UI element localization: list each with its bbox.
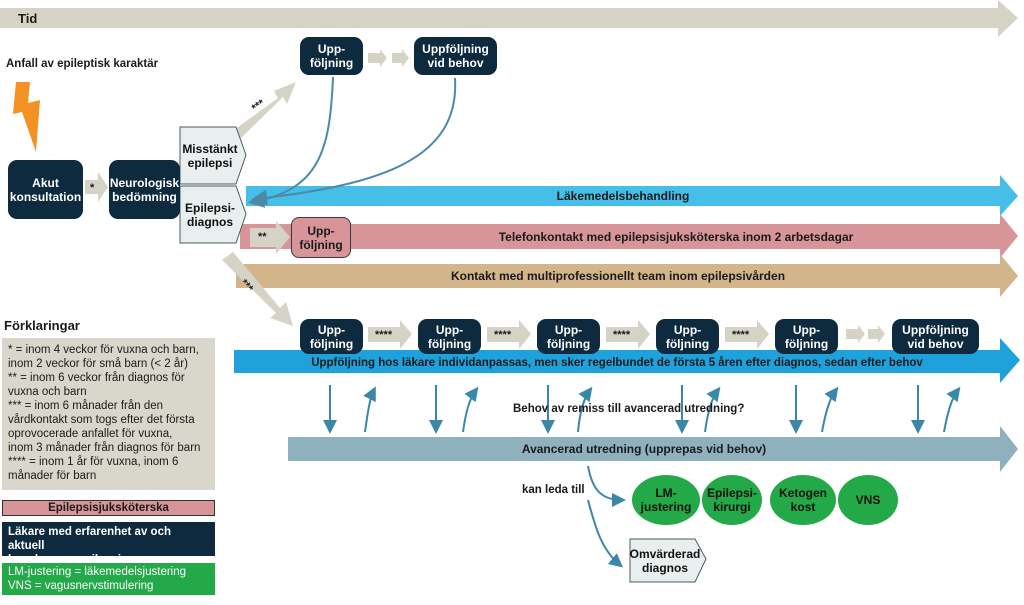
top-followup-box: Upp- följning bbox=[300, 37, 363, 75]
doctor-band-label: Uppföljning hos läkare individanpassas, … bbox=[311, 357, 923, 369]
acute-consultation-box: Akut konsultation bbox=[8, 160, 83, 219]
row-arrow-5 bbox=[846, 325, 865, 343]
arrow-top-1 bbox=[368, 49, 387, 67]
seizure-label: Anfall av epileptisk karaktär bbox=[6, 58, 159, 70]
reassessed-shape bbox=[629, 538, 707, 583]
diagnosis-shape bbox=[179, 185, 247, 244]
legend-title: Förklaringar bbox=[4, 318, 80, 333]
row-arrow-6 bbox=[868, 325, 885, 343]
star4-label-3: **** bbox=[613, 329, 631, 341]
legend-line: * = inom 4 veckor för vuxna och barn, bbox=[8, 344, 199, 356]
curve-arrow-1 bbox=[248, 76, 334, 208]
reassessed-diagnosis-label: Omvärderad diagnos bbox=[629, 546, 701, 575]
row-followup-4: Upp- följning bbox=[656, 319, 719, 354]
arrow-star3-down bbox=[222, 252, 293, 326]
star1-label: * bbox=[90, 182, 95, 194]
arrow-star1 bbox=[85, 172, 108, 202]
referral-question: Behov av remiss till avancerad utredning… bbox=[513, 403, 745, 415]
star4-label-1: **** bbox=[375, 329, 393, 341]
phone-contact-label: Telefonkontakt med epilepsisjuksköterska… bbox=[498, 229, 854, 244]
star2-label: ** bbox=[258, 231, 267, 243]
team-arrow bbox=[236, 254, 1018, 297]
time-label: Tid bbox=[18, 11, 38, 26]
star4-label-4: **** bbox=[732, 329, 750, 341]
outcome-vns: VNS bbox=[838, 475, 898, 525]
outcome-epilepsy-surgery: Epilepsi- kirurgi bbox=[702, 475, 762, 525]
legend-line: *** = inom 6 månader från den bbox=[8, 400, 164, 412]
leads-to-label: kan leda till bbox=[522, 484, 585, 496]
arrow-star2 bbox=[250, 221, 290, 254]
row-arrow-4 bbox=[725, 320, 769, 349]
row-followup-5: Upp- följning bbox=[775, 319, 838, 354]
outcome-ketogenic-diet: Ketogen kost bbox=[770, 475, 836, 525]
top-followup-need-box: Uppföljning vid behov bbox=[414, 37, 497, 75]
arrow-top-2 bbox=[392, 49, 409, 67]
time-arrow bbox=[0, 0, 1018, 37]
legend-line: månader för barn bbox=[8, 470, 97, 482]
legend-doctor: Läkare med erfarenhet av och aktuell kun… bbox=[2, 522, 215, 566]
epilepsy-diagnosis-label: Epilepsi- diagnos bbox=[184, 201, 235, 229]
arrow-star3-up bbox=[234, 82, 296, 139]
suspected-shape bbox=[179, 126, 247, 185]
nurse-followup-box: Upp- följning bbox=[291, 217, 351, 258]
advanced-label: Avancerad utredning (upprepas vid behov) bbox=[521, 442, 767, 456]
advanced-arrow bbox=[288, 426, 1018, 472]
medication-arrow bbox=[246, 175, 1018, 216]
team-contact-label: Kontakt med multiprofessionellt team ino… bbox=[450, 269, 786, 283]
legend-line: oprovocerade anfallet för vuxna, bbox=[8, 428, 173, 440]
row-followup-3: Upp- följning bbox=[537, 319, 600, 354]
legend-line: vuxna och barn bbox=[8, 386, 87, 398]
row-arrow-1 bbox=[368, 320, 412, 349]
star4-label-2: **** bbox=[494, 329, 512, 341]
legend-line: vårdkontakt som togs efter det första bbox=[8, 414, 195, 426]
row-followup-need: Uppföljning vid behov bbox=[892, 319, 979, 354]
row-followup-2: Upp- följning bbox=[418, 319, 481, 354]
legend-nurse: Epilepsisjuksköterska bbox=[2, 500, 215, 516]
row-arrow-3 bbox=[606, 320, 650, 349]
legend-abbreviations: LM-justering = läkemedelsjustering VNS =… bbox=[2, 563, 215, 595]
legend-line: inom 3 månader från diagnos för barn bbox=[8, 442, 201, 454]
row-followup-1: Upp- följning bbox=[300, 319, 363, 354]
lightning-icon bbox=[13, 82, 40, 152]
legend-line: **** = inom 1 år för vuxna, inom 6 bbox=[8, 456, 179, 468]
row-arrow-2 bbox=[487, 320, 531, 349]
curve-arrow-2 bbox=[251, 77, 457, 206]
legend-definitions: * = inom 4 veckor för vuxna och barn, in… bbox=[2, 338, 215, 490]
doctor-band-arrow bbox=[234, 338, 1020, 383]
legend-line: ** = inom 6 veckor från diagnos för bbox=[8, 372, 185, 384]
neuro-assessment-box: Neurologisk bedömning bbox=[109, 160, 180, 219]
medication-label: Läkemedelsbehandling bbox=[556, 189, 690, 203]
legend-line: inom 2 veckor för små barn (< 2 år) bbox=[8, 358, 188, 370]
outcome-lm-adjustment: LM- justering bbox=[632, 475, 700, 525]
phone-arrow bbox=[240, 214, 1018, 258]
suspected-epilepsy-label: Misstänkt epilepsi bbox=[182, 142, 238, 170]
